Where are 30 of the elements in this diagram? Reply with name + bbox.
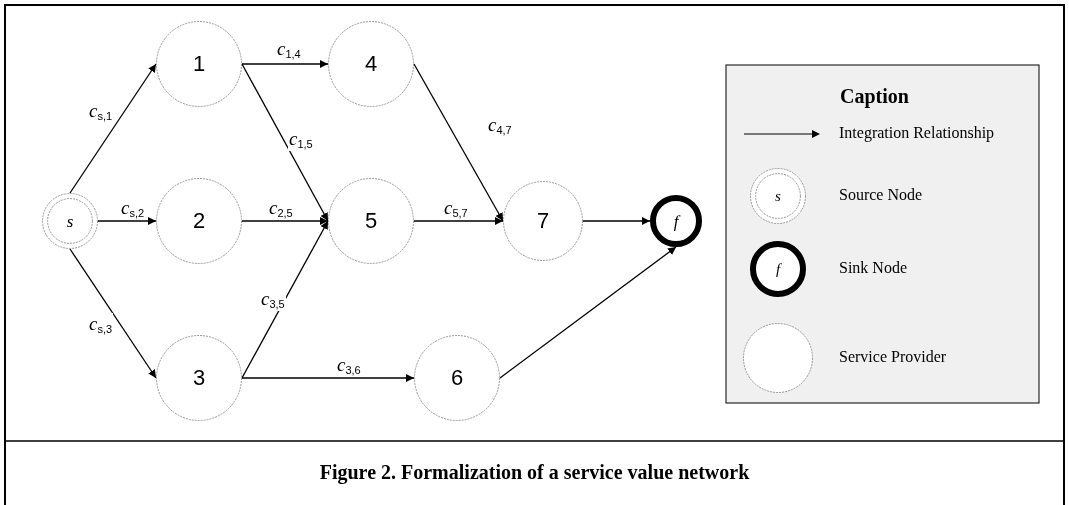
arrow bbox=[582, 217, 651, 225]
legend-title: Caption bbox=[840, 86, 909, 106]
figure-caption: Figure 2. Formalization of a service value network bbox=[318, 462, 751, 482]
arrow bbox=[69, 248, 157, 379]
legend-symbol: s bbox=[775, 188, 781, 204]
legend-symbol: f bbox=[775, 261, 781, 277]
legend-label: Source Node bbox=[839, 187, 923, 203]
node-label: f bbox=[673, 212, 679, 230]
arrow bbox=[413, 217, 504, 225]
arrow bbox=[241, 220, 329, 379]
node-label: 5 bbox=[364, 210, 378, 232]
arrow bbox=[97, 217, 157, 225]
arrow bbox=[413, 63, 504, 222]
edge-label: c$_{s,3}$ bbox=[88, 313, 114, 336]
node-label: 4 bbox=[364, 53, 378, 75]
node-label: 3 bbox=[192, 367, 206, 389]
arrow bbox=[499, 246, 677, 379]
node-label: 6 bbox=[450, 367, 464, 389]
arrow bbox=[241, 63, 329, 222]
node-label: s bbox=[66, 212, 74, 230]
arrow bbox=[241, 217, 329, 225]
node-label: 2 bbox=[192, 210, 206, 232]
arrow bbox=[69, 63, 157, 194]
arrow bbox=[241, 374, 415, 382]
legend-label: Sink Node bbox=[839, 260, 907, 276]
legend-label: Service Provider bbox=[839, 349, 947, 365]
arrow bbox=[241, 60, 329, 68]
node-label: 7 bbox=[536, 210, 550, 232]
legend-label: Integration Relationship bbox=[839, 125, 995, 141]
node-label: 1 bbox=[192, 53, 206, 75]
